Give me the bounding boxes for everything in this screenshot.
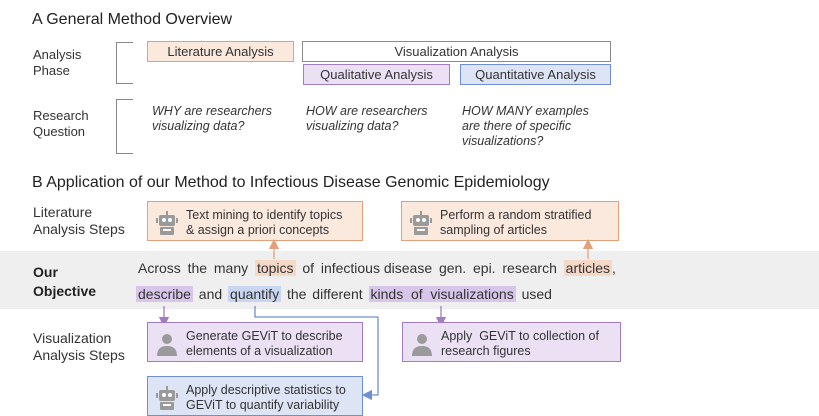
text-mining-step: Text mining to identify topics & assign … (147, 201, 363, 241)
describe-highlight: describe (136, 286, 193, 302)
qualitative-analysis-box: Qualitative Analysis (303, 64, 450, 85)
research-question-bracket (116, 99, 133, 154)
question-why: WHY are researchers visualizing data? (152, 104, 272, 133)
section-b-title: B Application of our Method to Infectiou… (32, 174, 550, 191)
research-question-label: Research Question (33, 108, 89, 139)
topics-highlight: topics (254, 260, 296, 276)
objective-word: the (286, 286, 307, 302)
apply-gevit-text: Apply GEViT to collection of research fi… (441, 329, 599, 358)
person-icon (412, 334, 432, 356)
objective-word: gen. (438, 260, 467, 276)
objective-label: Our Objective (33, 264, 97, 299)
objective-comma: , (612, 260, 616, 276)
question-how: HOW are researchers visualizing data? (306, 104, 428, 133)
person-icon (157, 334, 177, 356)
objective-line-1: Across the many topics of infectious dis… (138, 260, 616, 276)
objective-word: different (312, 286, 363, 302)
generate-gevit-step: Generate GEViT to describe elements of a… (147, 322, 363, 362)
kinds-highlight: kinds of visualizations (368, 286, 516, 302)
robot-icon (410, 211, 432, 235)
robot-icon (156, 211, 178, 235)
objective-word: infectious disease (320, 260, 433, 276)
generate-gevit-text: Generate GEViT to describe elements of a… (186, 329, 343, 358)
random-sampling-step: Perform a random stratified sampling of … (401, 201, 619, 241)
objective-word: epi. (473, 260, 496, 276)
objective-word: of (302, 260, 315, 276)
objective-word: used (521, 286, 552, 302)
articles-highlight: articles (563, 260, 613, 276)
objective-word: and (198, 286, 223, 302)
literature-analysis-box: Literature Analysis (147, 41, 294, 62)
apply-statistics-text: Apply descriptive statistics to GEViT to… (186, 383, 346, 412)
objective-word: Across (138, 260, 181, 276)
question-how-many: HOW MANY examples are there of specific … (462, 104, 589, 148)
analysis-phase-label: Analysis Phase (33, 47, 82, 78)
viz-steps-label: Visualization Analysis Steps (33, 330, 125, 363)
visualization-analysis-box: Visualization Analysis (302, 41, 611, 62)
analysis-phase-bracket (116, 42, 133, 84)
objective-line-2: describe and quantify the different kind… (136, 286, 552, 302)
objective-word: many (213, 260, 249, 276)
text-mining-text: Text mining to identify topics & assign … (186, 208, 343, 237)
quantify-highlight: quantify (228, 286, 282, 302)
apply-statistics-step: Apply descriptive statistics to GEViT to… (147, 376, 363, 416)
random-sampling-text: Perform a random stratified sampling of … (440, 208, 592, 237)
robot-icon (156, 386, 178, 410)
arrow-quantify (254, 306, 379, 401)
objective-word: the (187, 260, 208, 276)
objective-word: research (502, 260, 557, 276)
section-a-title: A General Method Overview (32, 11, 233, 28)
literature-steps-label: Literature Analysis Steps (33, 204, 125, 237)
apply-gevit-step: Apply GEViT to collection of research fi… (402, 322, 621, 362)
quantitative-analysis-box: Quantitative Analysis (460, 64, 611, 85)
